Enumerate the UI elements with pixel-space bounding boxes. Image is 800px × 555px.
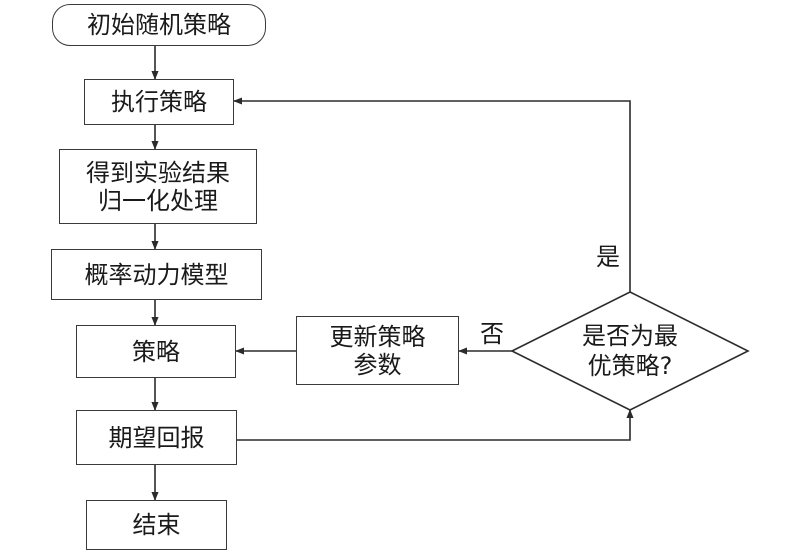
model-node: 概率动力模型 [51, 249, 262, 300]
policy-label: 策略 [132, 337, 180, 366]
edge-label-no: 否 [480, 320, 504, 348]
decision-label-line2: 优策略? [587, 352, 673, 380]
execute-policy-node: 执行策略 [84, 79, 234, 125]
start-node-label: 初始随机策略 [87, 11, 231, 39]
arrow-reward-to-decision [237, 409, 634, 441]
start-node: 初始随机策略 [52, 4, 266, 46]
results-node: 得到实验结果 归一化处理 [59, 149, 257, 224]
update-params-node: 更新策略 参数 [296, 316, 459, 385]
update-label-line2: 参数 [353, 350, 402, 379]
policy-node: 策略 [76, 325, 236, 378]
results-label-line2: 归一化处理 [98, 186, 218, 215]
decision-label: 是否为最 优策略? [540, 315, 720, 387]
reward-label: 期望回报 [108, 423, 205, 452]
decision-diamond [510, 291, 750, 411]
edge-label-yes: 是 [596, 243, 620, 271]
update-label-line1: 更新策略 [329, 322, 426, 351]
decision-label-line1: 是否为最 [582, 322, 678, 350]
results-label-line1: 得到实验结果 [86, 158, 230, 187]
model-label: 概率动力模型 [84, 260, 229, 289]
execute-policy-label: 执行策略 [111, 88, 207, 116]
end-node: 结束 [86, 500, 227, 550]
end-label: 结束 [132, 511, 181, 539]
reward-node: 期望回报 [76, 410, 237, 465]
arrow-decision-to-execute-yes [233, 97, 631, 292]
